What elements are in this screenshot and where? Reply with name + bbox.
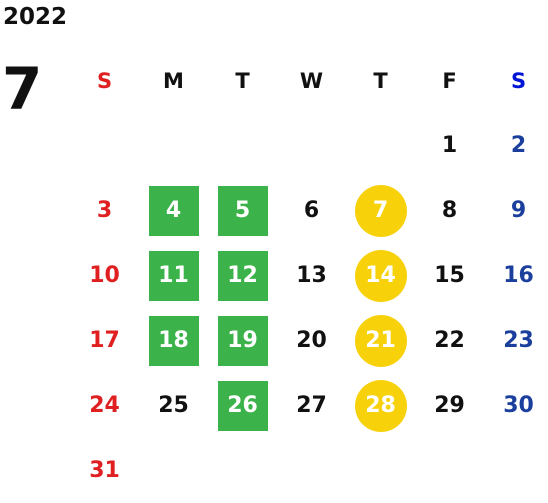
weekday-monday: M <box>163 68 184 93</box>
day-number-yellow-highlight: 7 <box>354 184 407 237</box>
day-cell: 2 <box>484 113 548 178</box>
day-number-green-highlight: 19 <box>217 315 268 366</box>
day-number: 9 <box>510 198 527 223</box>
weekday-sunday: S <box>96 68 113 93</box>
weekday-friday: F <box>442 68 457 93</box>
day-number: 2 <box>510 133 527 158</box>
day-cell <box>277 438 346 503</box>
day-cell <box>484 438 548 503</box>
calendar-year: 2022 <box>3 4 68 30</box>
day-number-green-highlight: 26 <box>217 380 268 431</box>
day-number: 20 <box>296 328 327 353</box>
day-cell: 16 <box>484 243 548 308</box>
day-cell: 26 <box>208 373 277 438</box>
weekday-header-row: S M T W T F S <box>70 48 548 113</box>
day-cell <box>139 438 208 503</box>
day-number: 25 <box>158 393 189 418</box>
day-cell: 24 <box>70 373 139 438</box>
day-cell <box>208 113 277 178</box>
day-cell: 6 <box>277 178 346 243</box>
day-number-yellow-highlight: 14 <box>354 249 407 302</box>
day-cell <box>139 113 208 178</box>
day-number: 13 <box>296 263 327 288</box>
day-number: 1 <box>441 133 458 158</box>
day-cell: 28 <box>346 373 415 438</box>
day-number-yellow-highlight: 21 <box>354 314 407 367</box>
day-cell: 11 <box>139 243 208 308</box>
day-cell: 20 <box>277 308 346 373</box>
weekday-wednesday: W <box>299 68 324 93</box>
day-cell: 23 <box>484 308 548 373</box>
day-number: 31 <box>89 458 120 483</box>
day-cell: 18 <box>139 308 208 373</box>
week-row-4: 17 18 19 20 21 22 23 <box>70 308 548 373</box>
day-number: 27 <box>296 393 327 418</box>
day-cell: 30 <box>484 373 548 438</box>
day-cell <box>346 438 415 503</box>
weekday-saturday: S <box>510 68 527 93</box>
day-number: 8 <box>441 198 458 223</box>
day-cell: 22 <box>415 308 484 373</box>
day-cell <box>70 113 139 178</box>
day-number-green-highlight: 5 <box>217 185 268 236</box>
day-cell: 25 <box>139 373 208 438</box>
day-cell: 8 <box>415 178 484 243</box>
day-cell <box>277 113 346 178</box>
day-number: 30 <box>503 393 534 418</box>
day-number-green-highlight: 18 <box>148 315 199 366</box>
day-cell: 21 <box>346 308 415 373</box>
weekday-tuesday: T <box>235 68 250 93</box>
week-row-1: 1 2 <box>70 113 548 178</box>
day-cell: 31 <box>70 438 139 503</box>
day-number-green-highlight: 11 <box>148 250 199 301</box>
week-row-3: 10 11 12 13 14 15 16 <box>70 243 548 308</box>
day-number: 23 <box>503 328 534 353</box>
day-cell: 15 <box>415 243 484 308</box>
day-cell: 1 <box>415 113 484 178</box>
day-cell: 17 <box>70 308 139 373</box>
calendar-month: 7 <box>2 55 43 123</box>
day-number: 29 <box>434 393 465 418</box>
day-cell: 10 <box>70 243 139 308</box>
day-number: 15 <box>434 263 465 288</box>
day-number-green-highlight: 12 <box>217 250 268 301</box>
day-number: 3 <box>96 198 113 223</box>
week-row-2: 3 4 5 6 7 8 9 <box>70 178 548 243</box>
day-cell <box>208 438 277 503</box>
day-number: 6 <box>303 198 320 223</box>
day-cell: 7 <box>346 178 415 243</box>
day-cell: 3 <box>70 178 139 243</box>
day-number-green-highlight: 4 <box>148 185 199 236</box>
day-cell: 29 <box>415 373 484 438</box>
week-row-5: 24 25 26 27 28 29 30 <box>70 373 548 438</box>
week-row-6: 31 <box>70 438 548 503</box>
weekday-thursday: T <box>373 68 388 93</box>
day-cell: 5 <box>208 178 277 243</box>
day-number: 16 <box>503 263 534 288</box>
day-cell <box>415 438 484 503</box>
day-cell <box>346 113 415 178</box>
day-number: 22 <box>434 328 465 353</box>
day-cell: 14 <box>346 243 415 308</box>
day-number-yellow-highlight: 28 <box>354 379 407 432</box>
day-cell: 4 <box>139 178 208 243</box>
day-cell: 19 <box>208 308 277 373</box>
day-cell: 12 <box>208 243 277 308</box>
day-number: 24 <box>89 393 120 418</box>
day-cell: 9 <box>484 178 548 243</box>
day-number: 10 <box>89 263 120 288</box>
day-cell: 13 <box>277 243 346 308</box>
day-cell: 27 <box>277 373 346 438</box>
day-number: 17 <box>89 328 120 353</box>
calendar-grid: S M T W T F S 1 2 3 4 5 6 7 8 9 10 11 12… <box>70 48 548 503</box>
